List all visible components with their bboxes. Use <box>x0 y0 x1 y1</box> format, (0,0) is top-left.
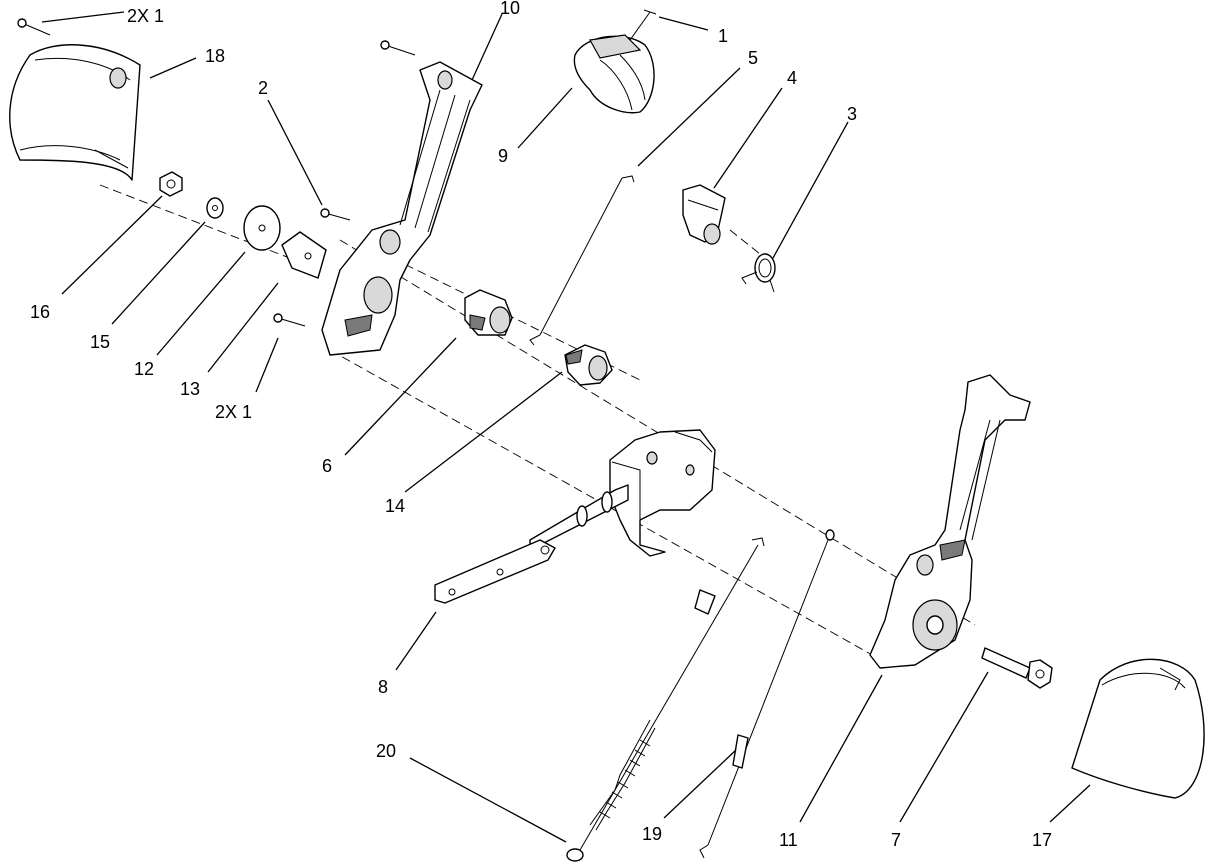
callout-18: 18 <box>205 46 225 66</box>
cable-part-20 <box>566 537 765 862</box>
leader-lines <box>41 11 1091 843</box>
screw-2x1-bottom <box>273 313 306 327</box>
spring-part-3 <box>741 253 776 293</box>
bushing-part-14 <box>564 344 613 386</box>
callout-14: 14 <box>385 496 405 516</box>
callout-10: 10 <box>500 0 520 18</box>
cable-part-19 <box>699 529 835 859</box>
callout-2x1-bottom: 2X 1 <box>215 402 252 422</box>
washer-part-15 <box>206 197 224 219</box>
bracket-part-8 <box>609 429 716 557</box>
callout-9: 9 <box>498 146 508 166</box>
assembly-axis-lines <box>99 184 976 666</box>
callout-17: 17 <box>1032 830 1052 850</box>
shaft-arm-part-8 <box>434 484 629 604</box>
washer-part-12 <box>243 205 281 251</box>
nut-part-16 <box>159 171 183 197</box>
callout-20: 20 <box>376 741 396 761</box>
callout-15: 15 <box>90 332 110 352</box>
left-cover-part-18 <box>9 44 141 181</box>
screw-part-10 <box>380 40 416 56</box>
callout-2: 2 <box>258 78 268 98</box>
callout-19: 19 <box>642 824 662 844</box>
callout-11: 11 <box>779 830 798 850</box>
pin-part-1 <box>629 9 657 41</box>
callout-8: 8 <box>378 677 388 697</box>
callout-7: 7 <box>891 830 901 850</box>
screw-part-2 <box>320 208 351 221</box>
right-cover-part-17 <box>1071 658 1205 799</box>
callout-5: 5 <box>748 48 758 68</box>
callout-16: 16 <box>30 302 50 322</box>
callout-13: 13 <box>180 379 200 399</box>
plate-part-13 <box>281 231 327 279</box>
callout-labels: 2X 1 18 2 10 1 5 4 3 9 16 15 12 13 2X 1 … <box>30 0 1052 850</box>
screw-2x1-top <box>17 18 51 36</box>
callout-3: 3 <box>847 104 857 124</box>
handle-cap-part-9 <box>573 34 655 114</box>
callout-6: 6 <box>322 456 332 476</box>
latch-part-4 <box>682 184 726 245</box>
right-lever-part-11 <box>869 374 1031 669</box>
callout-1: 1 <box>718 26 728 46</box>
rod-part-5 <box>529 175 635 346</box>
left-lever-part-10 <box>321 61 483 356</box>
bolt-part-7 <box>981 647 1053 689</box>
callout-12: 12 <box>134 359 154 379</box>
bushing-part-6 <box>464 289 513 336</box>
callout-4: 4 <box>787 68 797 88</box>
callout-2x1-top: 2X 1 <box>127 6 164 26</box>
